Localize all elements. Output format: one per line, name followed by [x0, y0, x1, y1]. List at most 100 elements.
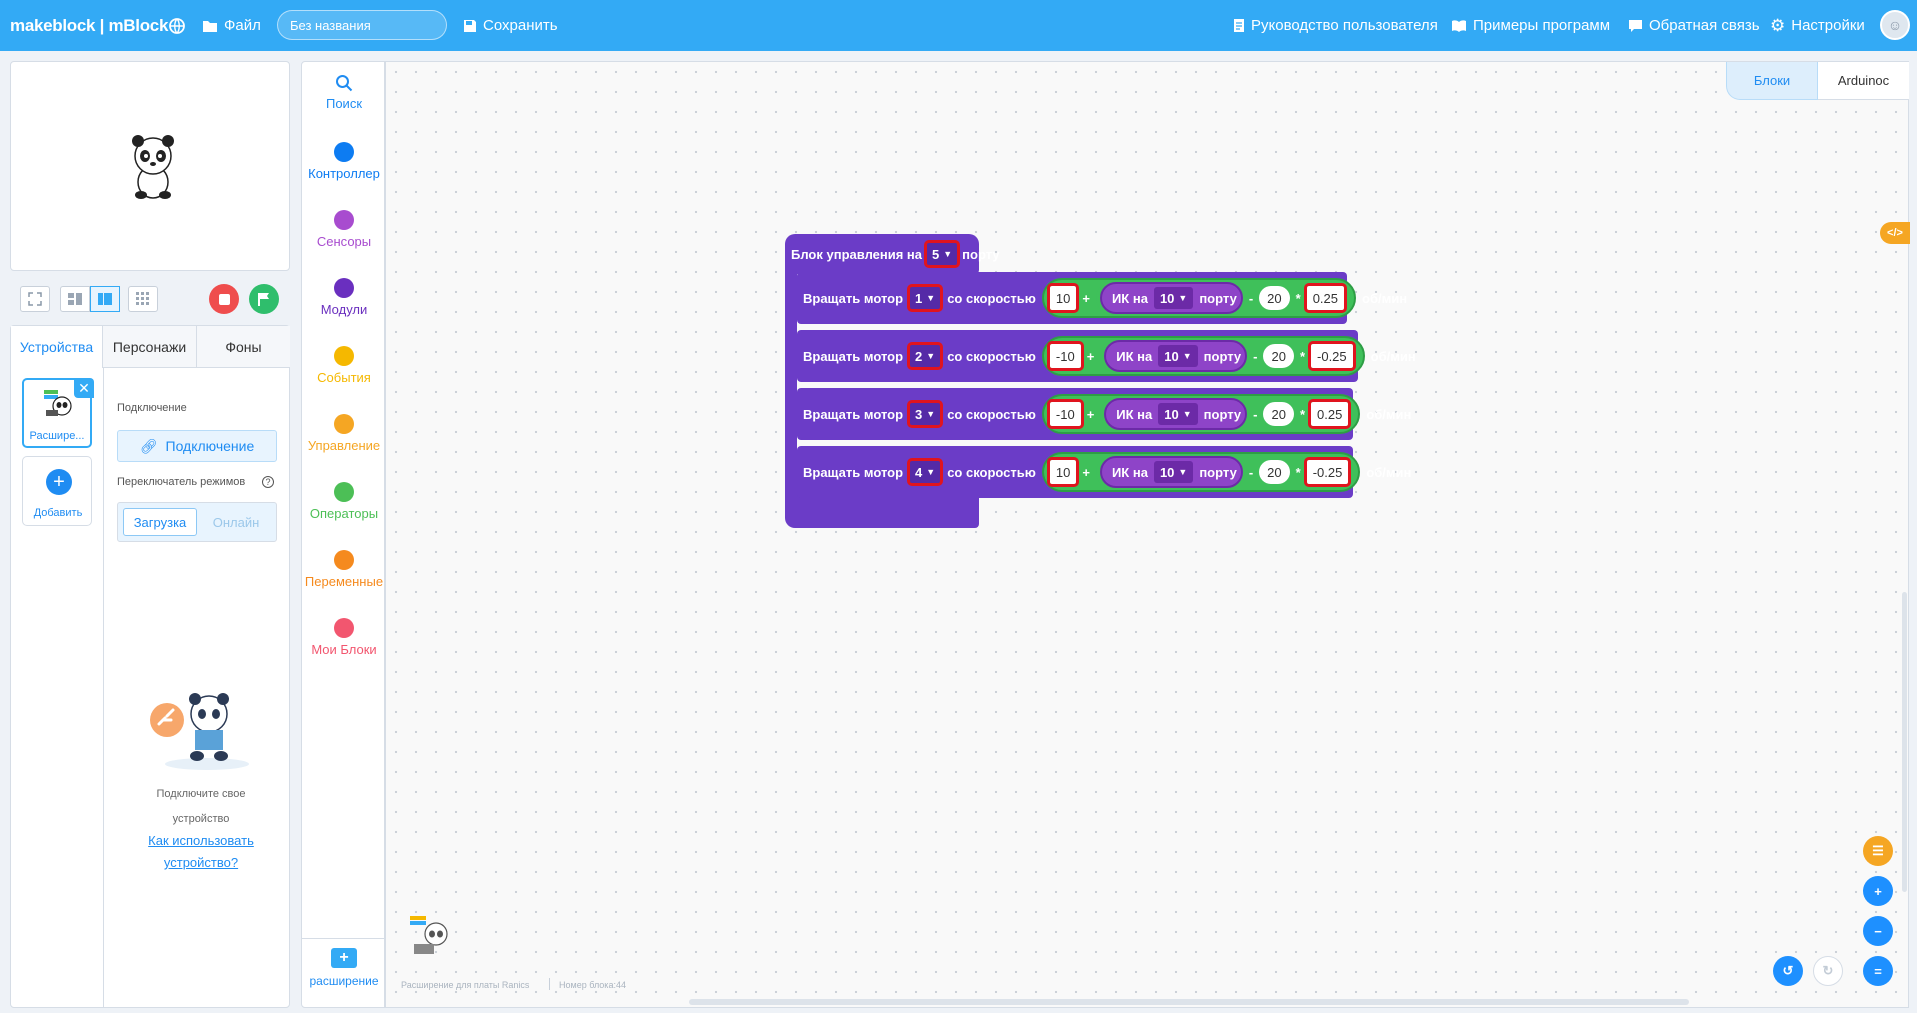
base-speed-input[interactable]: -10 — [1046, 341, 1084, 371]
tab-devices[interactable]: Устройства — [11, 326, 103, 368]
category-search[interactable]: Поиск — [302, 74, 386, 111]
plus-operator: + — [1086, 348, 1095, 364]
redo-button[interactable]: ↻ — [1813, 956, 1843, 986]
motor-block-3[interactable]: Вращать мотор 3▼ со скоростью -10 + ИК н… — [797, 388, 1411, 440]
ir-port-dropdown[interactable]: 10▼ — [1158, 345, 1198, 367]
fullscreen-button[interactable] — [20, 286, 50, 312]
minus-operator: - — [1248, 290, 1254, 306]
ir-label: ИК на — [1116, 348, 1153, 364]
base-speed-input[interactable]: -10 — [1046, 399, 1084, 429]
hat-block[interactable]: Блок управления на 5▼ порту — [785, 234, 1000, 274]
category-sensors[interactable]: Сенсоры — [302, 210, 386, 249]
factor-input[interactable]: -0.25 — [1308, 341, 1356, 371]
multiply-operator[interactable]: ИК на 10▼ порту - 20 * 0.25 — [1100, 397, 1353, 431]
script-workspace[interactable]: Блоки Arduinoc </> Блок управления на 5▼… — [385, 61, 1910, 1008]
category-dot — [334, 278, 354, 298]
ir-sensor-reporter[interactable]: ИК на 10▼ порту — [1104, 340, 1248, 372]
zoom-out-button[interactable]: − — [1863, 916, 1893, 946]
motor-dropdown[interactable]: 4▼ — [907, 458, 944, 486]
category-controller[interactable]: Контроллер — [302, 142, 386, 181]
speed-label: со скоростью — [947, 290, 1036, 306]
ir-port-dropdown[interactable]: 10▼ — [1158, 403, 1198, 425]
add-device-button[interactable]: + Добавить — [22, 456, 92, 526]
add-operator[interactable]: 10 + ИК на 10▼ порту - 20 * 0.25 — [1041, 278, 1356, 318]
category-control[interactable]: Управление — [302, 414, 386, 453]
globe-icon[interactable] — [168, 0, 186, 51]
motor-block-2[interactable]: Вращать мотор 2▼ со скоростью -10 + ИК н… — [797, 330, 1416, 382]
ir-sensor-reporter[interactable]: ИК на 10▼ порту — [1099, 456, 1243, 488]
remove-device-button[interactable]: ✕ — [74, 378, 94, 398]
category-dot — [334, 618, 354, 638]
zoom-reset-button[interactable]: = — [1863, 956, 1893, 986]
examples-link[interactable]: Примеры программ — [1451, 0, 1610, 51]
connect-button[interactable]: 🔗︎ Подключение — [117, 430, 277, 462]
layout-small-button[interactable] — [60, 286, 90, 312]
horizontal-scrollbar[interactable] — [689, 999, 1689, 1005]
tab-blocks[interactable]: Блоки — [1726, 62, 1818, 100]
multiply-operator[interactable]: ИК на 10▼ порту - 20 * 0.25 — [1095, 281, 1348, 315]
file-menu[interactable]: Файл — [202, 0, 261, 51]
code-panel-toggle[interactable]: </> — [1880, 222, 1910, 244]
subtract-input[interactable]: 20 — [1263, 402, 1294, 426]
plus-icon: + — [46, 469, 72, 495]
add-operator[interactable]: -10 + ИК на 10▼ порту - 20 * 0.25 — [1041, 394, 1361, 434]
mode-upload-toggle[interactable]: Загрузка — [123, 508, 197, 536]
base-speed-input[interactable]: 10 — [1046, 283, 1080, 313]
device-name: Расшире... — [29, 430, 85, 442]
factor-input[interactable]: 0.25 — [1303, 283, 1348, 313]
panda-sprite[interactable] — [129, 134, 177, 200]
category-events[interactable]: События — [302, 346, 386, 385]
avatar[interactable]: ☺ — [1880, 10, 1910, 40]
user-guide-link[interactable]: Руководство пользователя — [1233, 0, 1438, 51]
category-operators[interactable]: Операторы — [302, 482, 386, 521]
factor-input[interactable]: -0.25 — [1303, 457, 1352, 487]
undo-button[interactable]: ↺ — [1773, 956, 1803, 986]
category-variables[interactable]: Переменные — [302, 550, 386, 589]
tab-arduino[interactable]: Arduinoc — [1818, 62, 1909, 100]
help-icon[interactable]: ? — [262, 476, 274, 488]
ir-port-dropdown[interactable]: 10▼ — [1153, 461, 1194, 483]
base-speed-input[interactable]: 10 — [1046, 457, 1080, 487]
green-flag-button[interactable] — [249, 284, 279, 314]
stop-button[interactable] — [209, 284, 239, 314]
add-operator[interactable]: 10 + ИК на 10▼ порту - 20 * -0.25 — [1041, 452, 1361, 492]
tab-devices-label: Устройства — [19, 339, 94, 355]
motor-dropdown[interactable]: 3▼ — [907, 400, 944, 428]
layout-normal-button[interactable] — [90, 286, 120, 312]
ir-sensor-reporter[interactable]: ИК на 10▼ порту — [1104, 398, 1248, 430]
add-operator[interactable]: -10 + ИК на 10▼ порту - 20 * -0.25 — [1041, 336, 1365, 376]
motor-block-4[interactable]: Вращать мотор 4▼ со скоростью 10 + ИК на… — [797, 446, 1411, 498]
mode-live-toggle[interactable]: Онлайн — [199, 508, 273, 536]
subtract-input[interactable]: 20 — [1259, 286, 1290, 310]
cleanup-button[interactable]: ☰ — [1863, 836, 1893, 866]
tab-backgrounds[interactable]: Фоны — [197, 326, 290, 368]
device-card[interactable]: Расшире... ✕ — [22, 378, 94, 448]
category-variables-label: Переменные — [304, 574, 384, 589]
tab-sprites[interactable]: Персонажи — [103, 326, 197, 368]
ir-port-dropdown[interactable]: 10▼ — [1153, 287, 1194, 309]
multiply-operator[interactable]: ИК на 10▼ порту - 20 * -0.25 — [1100, 339, 1357, 373]
subtract-input[interactable]: 20 — [1259, 460, 1290, 484]
subtract-input[interactable]: 20 — [1263, 344, 1294, 368]
zoom-in-button[interactable]: + — [1863, 876, 1893, 906]
factor-input[interactable]: 0.25 — [1307, 399, 1352, 429]
ir-sensor-reporter[interactable]: ИК на 10▼ порту — [1099, 282, 1243, 314]
save-button[interactable]: Сохранить — [463, 0, 558, 51]
feedback-link[interactable]: Обратная связь — [1628, 0, 1760, 51]
category-modules[interactable]: Модули — [302, 278, 386, 317]
settings-link[interactable]: ⚙ Настройки — [1770, 0, 1865, 51]
minus-operator: - — [1253, 348, 1258, 364]
layout-grid-button[interactable] — [128, 286, 158, 312]
motor-block-1[interactable]: Вращать мотор 1▼ со скоростью 10 + ИК на… — [797, 272, 1407, 324]
motor-dropdown[interactable]: 2▼ — [907, 342, 944, 370]
project-name-input[interactable] — [277, 10, 447, 40]
motor-dropdown[interactable]: 1▼ — [907, 284, 944, 312]
extension-button[interactable]: + расширение — [302, 948, 386, 988]
port-dropdown[interactable]: 5▼ — [924, 240, 961, 268]
multiply-operator[interactable]: ИК на 10▼ порту - 20 * -0.25 — [1095, 455, 1353, 489]
category-my-blocks[interactable]: Мои Блоки — [302, 618, 386, 657]
ir-port-label: порту — [1199, 464, 1237, 480]
device-thumbnail-icon — [44, 390, 72, 416]
how-to-use-link[interactable]: Как использовать устройство? — [148, 833, 254, 870]
vertical-scrollbar[interactable] — [1902, 592, 1907, 892]
